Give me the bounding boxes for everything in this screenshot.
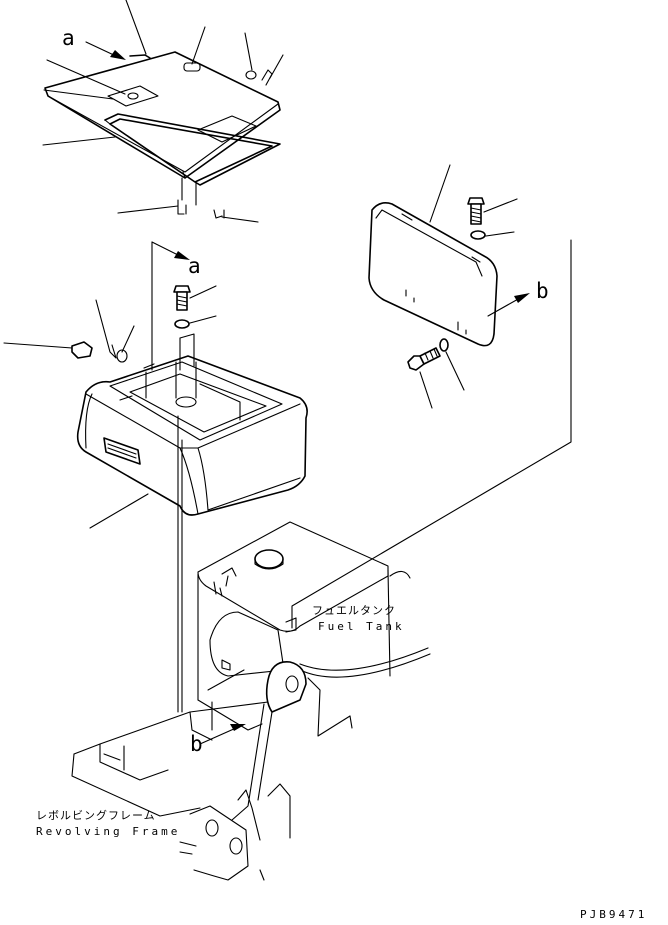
washer-top bbox=[470, 230, 486, 240]
storage-box bbox=[3, 241, 308, 529]
washer-bottom bbox=[439, 338, 449, 352]
ref-a-top: a bbox=[62, 26, 75, 50]
fuel-tank-label-en: Fuel Tank bbox=[318, 620, 405, 633]
fuel-tank-label-jp: フュエルタンク bbox=[312, 604, 396, 617]
bolt-bottom bbox=[407, 347, 441, 371]
lid-window bbox=[197, 115, 257, 143]
revolving-frame-label-en: Revolving Frame bbox=[36, 825, 181, 838]
revolving-frame-label-jp: レボルビングフレーム bbox=[36, 809, 156, 822]
lid-assembly bbox=[42, 0, 284, 223]
drawing-code: PJB9471 bbox=[580, 908, 648, 921]
frame-assembly bbox=[71, 521, 431, 881]
ref-b-cover: b bbox=[536, 279, 549, 303]
box-handle bbox=[103, 437, 141, 465]
box-bolt bbox=[173, 285, 191, 311]
gasket bbox=[104, 113, 281, 186]
fuel-tank bbox=[197, 521, 389, 632]
cover-plate bbox=[368, 202, 498, 347]
ref-b-frame: b bbox=[190, 732, 203, 756]
hinge bbox=[129, 54, 151, 59]
clip bbox=[71, 341, 93, 359]
ref-a-box: a bbox=[188, 254, 201, 278]
revolving-frame bbox=[73, 701, 269, 755]
box-washer bbox=[174, 319, 190, 329]
bolt-top bbox=[467, 197, 485, 225]
filler-cap bbox=[254, 549, 284, 569]
cover-panel bbox=[368, 164, 530, 409]
lid-pad bbox=[107, 85, 159, 107]
